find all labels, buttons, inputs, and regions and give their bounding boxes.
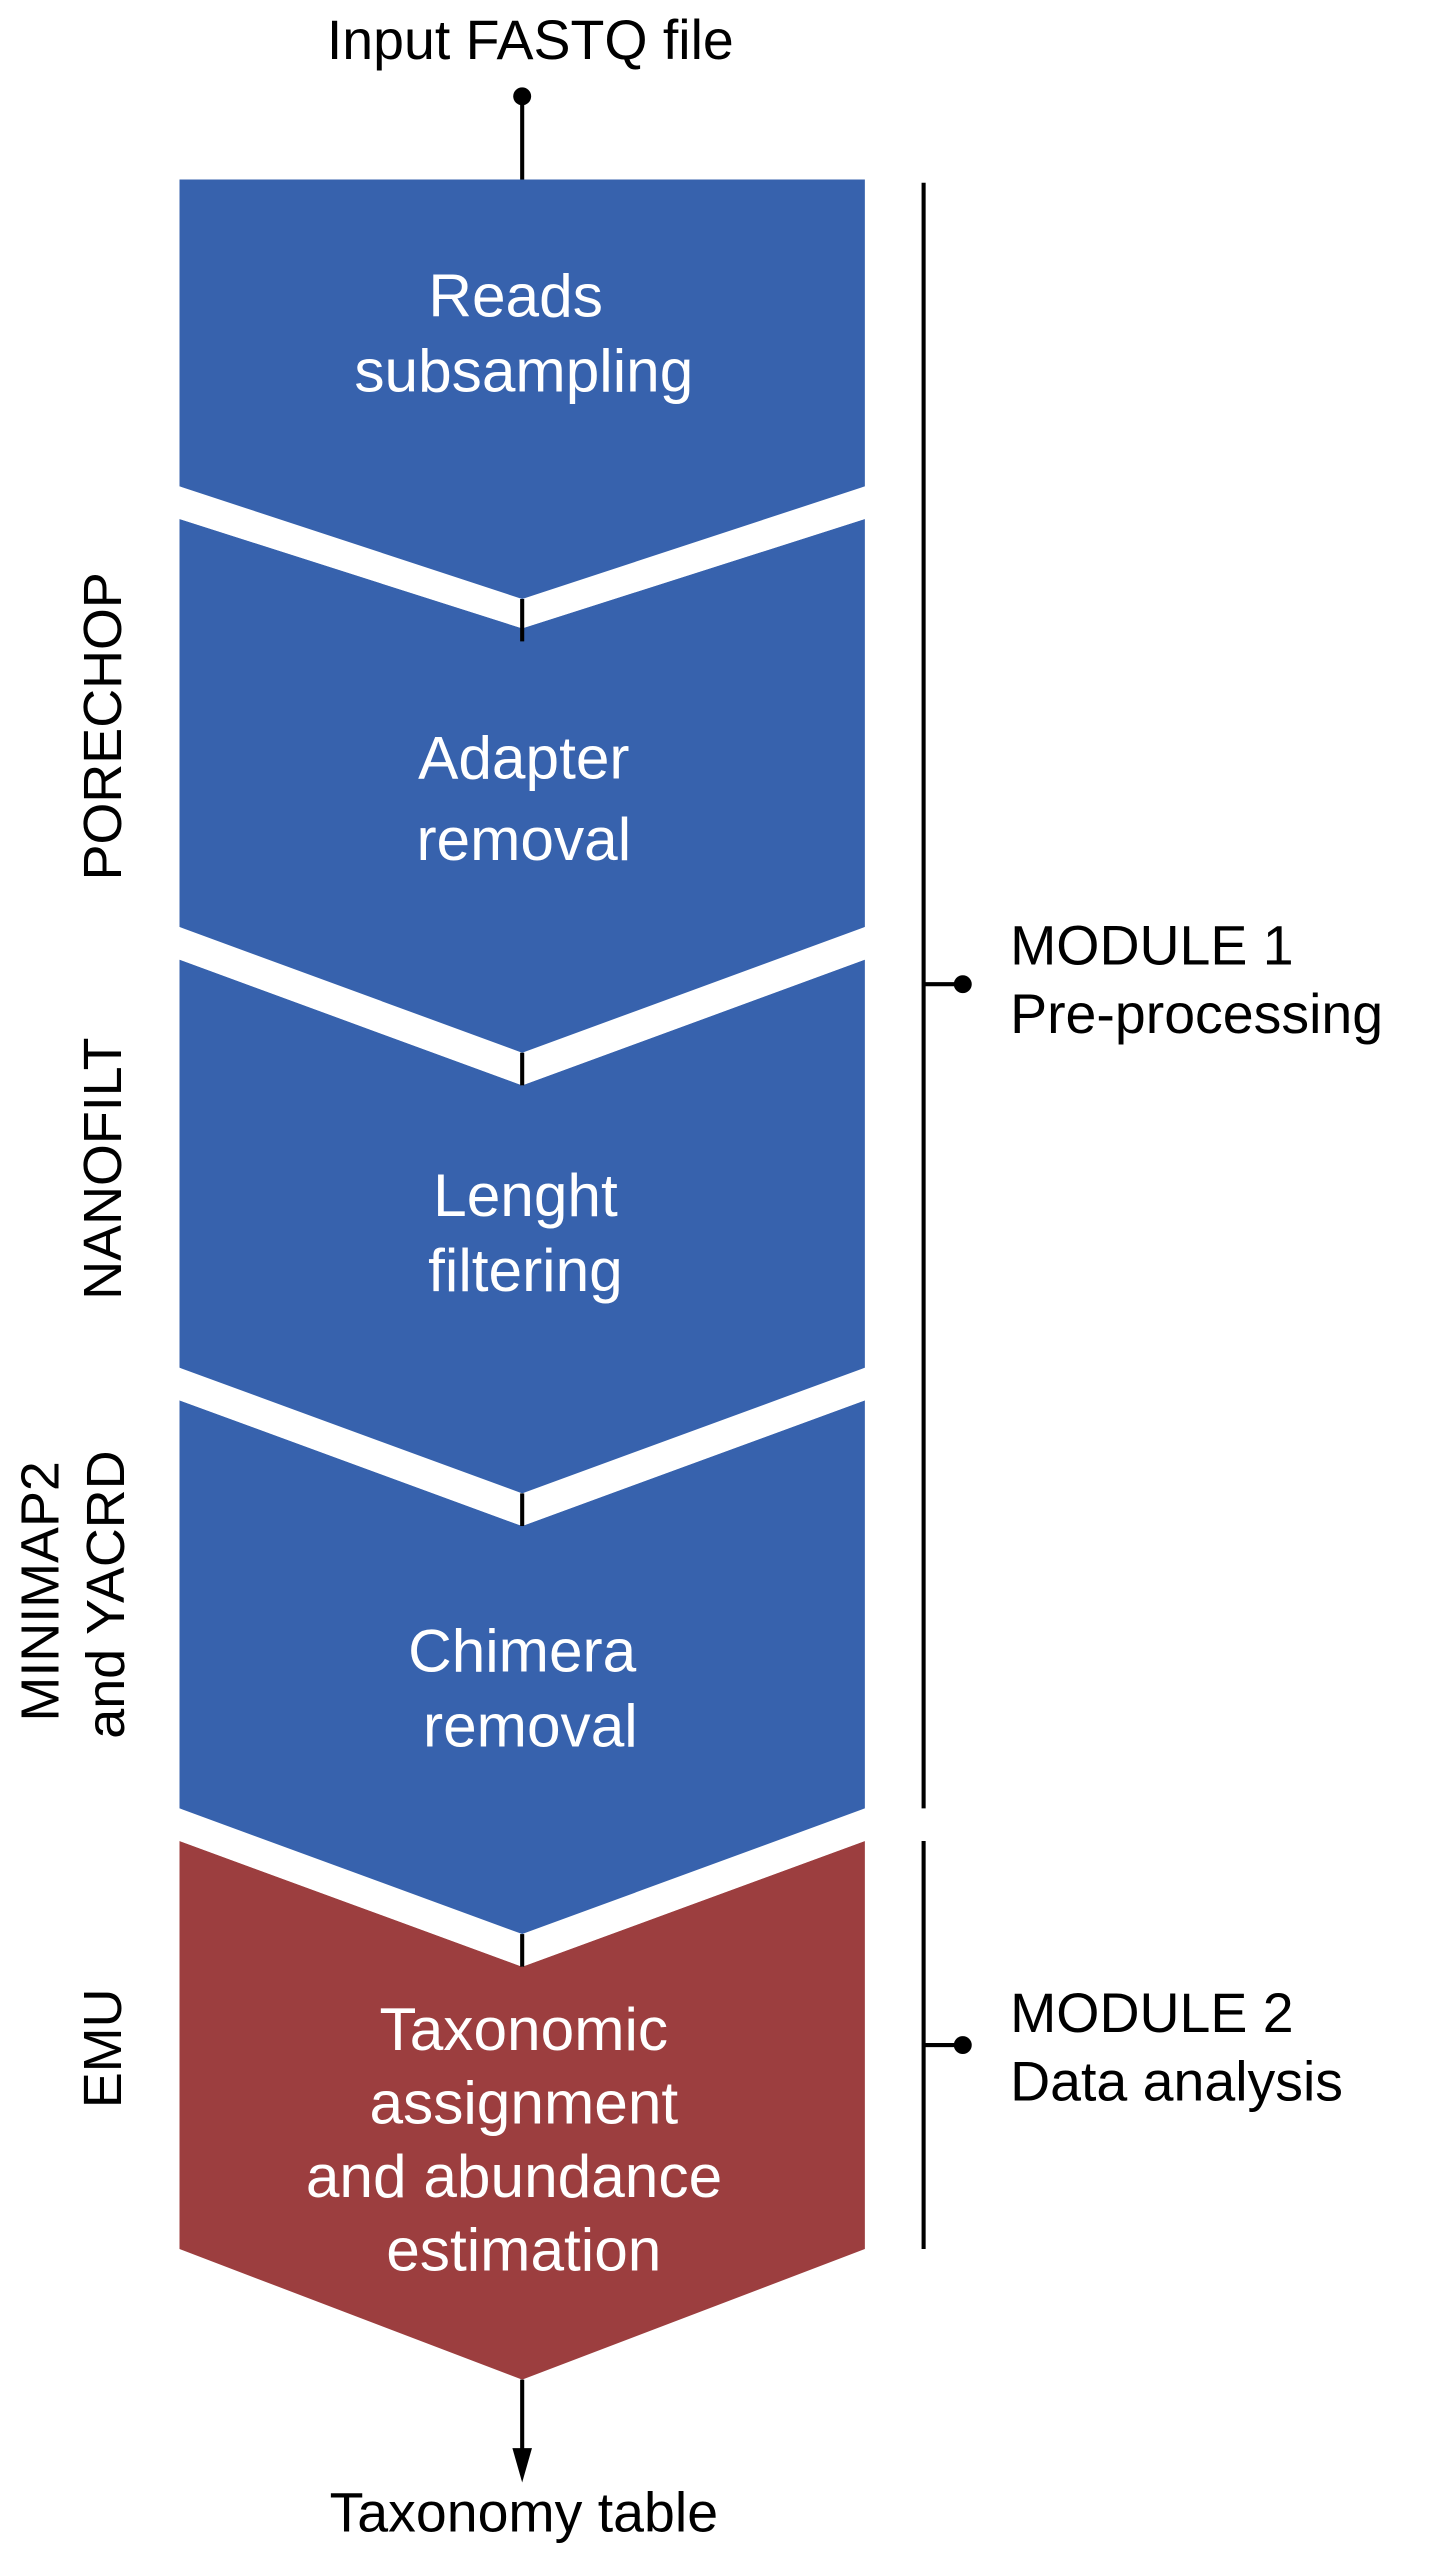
module-2-subtitle: Data analysis xyxy=(1010,2051,1343,2113)
step-text-line: filtering xyxy=(428,1236,623,1304)
step-text-length-filtering: Lenght filtering xyxy=(428,1161,623,1304)
step-text-line: removal xyxy=(416,805,631,873)
step-text-line: and abundance xyxy=(306,2142,722,2210)
step-block-taxonomic-assignment xyxy=(179,1841,865,2380)
step-text-reads-subsampling: Reads subsampling xyxy=(354,262,693,405)
step-block-adapter-removal xyxy=(179,519,865,1086)
step-text-line: Chimera xyxy=(408,1616,637,1684)
output-arrow-head-icon xyxy=(512,2448,532,2483)
module-1-bracket-dot xyxy=(953,975,972,994)
step-text-taxonomic-assignment: Taxonomic assignment and abundance estim… xyxy=(306,1995,722,2283)
module-2-bracket-dot xyxy=(953,2036,972,2055)
step-text-chimera-removal: Chimera removal xyxy=(408,1616,638,1759)
tool-label-minimap2: MINIMAP2 xyxy=(11,1461,71,1721)
step-text-line: Reads xyxy=(428,262,603,330)
tool-label-yacrd: and YACRD xyxy=(76,1450,136,1738)
step-block-chimera-removal xyxy=(179,1400,865,1967)
step-text-line: Adapter xyxy=(418,724,629,792)
module-1-subtitle: Pre-processing xyxy=(1010,983,1383,1045)
module-2-title: MODULE 2 xyxy=(1010,1982,1294,2044)
step-text-line: Lenght xyxy=(433,1161,618,1229)
step-text-line: estimation xyxy=(386,2215,661,2283)
module-1-title: MODULE 1 xyxy=(1010,915,1294,977)
module-2-bracket: MODULE 2 Data analysis xyxy=(921,1841,1343,2250)
step-text-line: assignment xyxy=(369,2068,678,2136)
tool-label-nanofilt: NANOFILT xyxy=(73,1037,133,1299)
step-block-length-filtering xyxy=(179,959,865,1527)
module-1-bracket: MODULE 1 Pre-processing xyxy=(921,182,1383,1809)
step-text-line: removal xyxy=(423,1691,638,1759)
step-text-adapter-removal: Adapter removal xyxy=(416,724,631,874)
output-label: Taxonomy table xyxy=(330,2481,718,2543)
step-block-reads-subsampling xyxy=(179,179,865,629)
input-label: Input FASTQ file xyxy=(327,9,734,71)
tool-label-porechop: PORECHOP xyxy=(73,572,133,880)
step-text-line: subsampling xyxy=(354,337,693,405)
step-text-line: Taxonomic xyxy=(380,1995,669,2063)
tool-label-emu: EMU xyxy=(73,1988,133,2108)
